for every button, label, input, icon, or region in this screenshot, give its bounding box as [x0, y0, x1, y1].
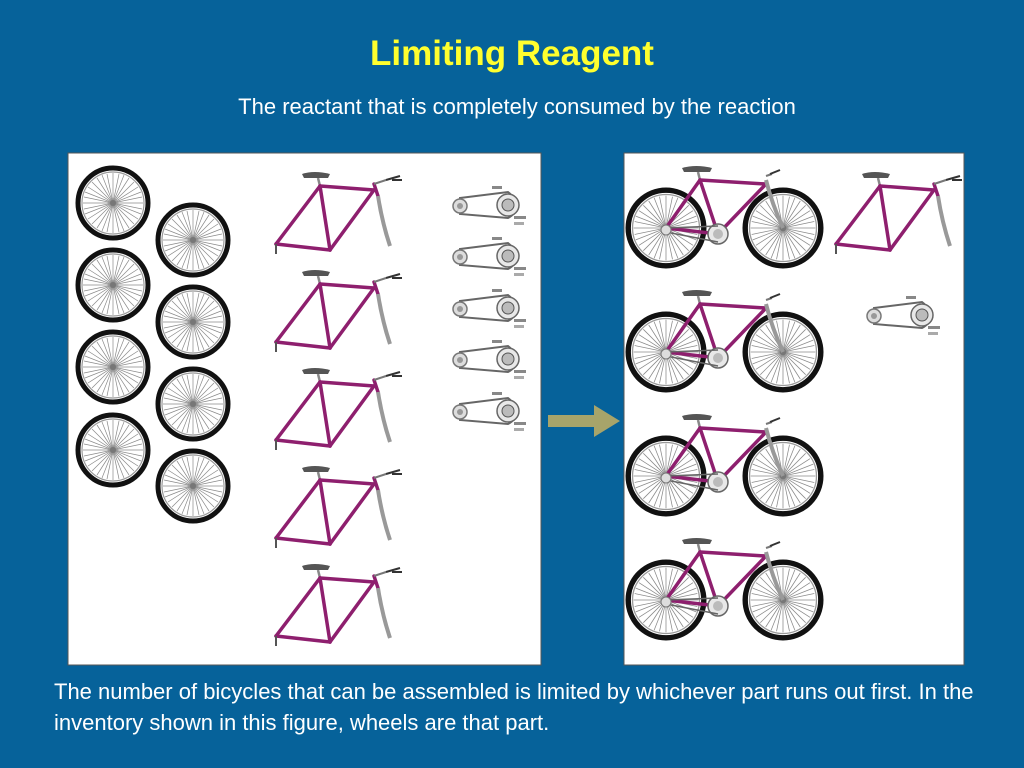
wheel-icon: [78, 168, 148, 238]
wheel-icon: [158, 369, 228, 439]
slide-caption: The number of bicycles that can be assem…: [54, 679, 974, 735]
wheel-icon: [158, 287, 228, 357]
wheel-icon: [78, 332, 148, 402]
wheel-icon: [78, 415, 148, 485]
wheel-icon: [158, 205, 228, 275]
slide-subtitle: The reactant that is completely consumed…: [238, 94, 796, 119]
wheel-icon: [78, 250, 148, 320]
reaction-arrow-icon: [548, 405, 620, 437]
slide-title: Limiting Reagent: [370, 34, 654, 73]
wheel-icon: [158, 451, 228, 521]
